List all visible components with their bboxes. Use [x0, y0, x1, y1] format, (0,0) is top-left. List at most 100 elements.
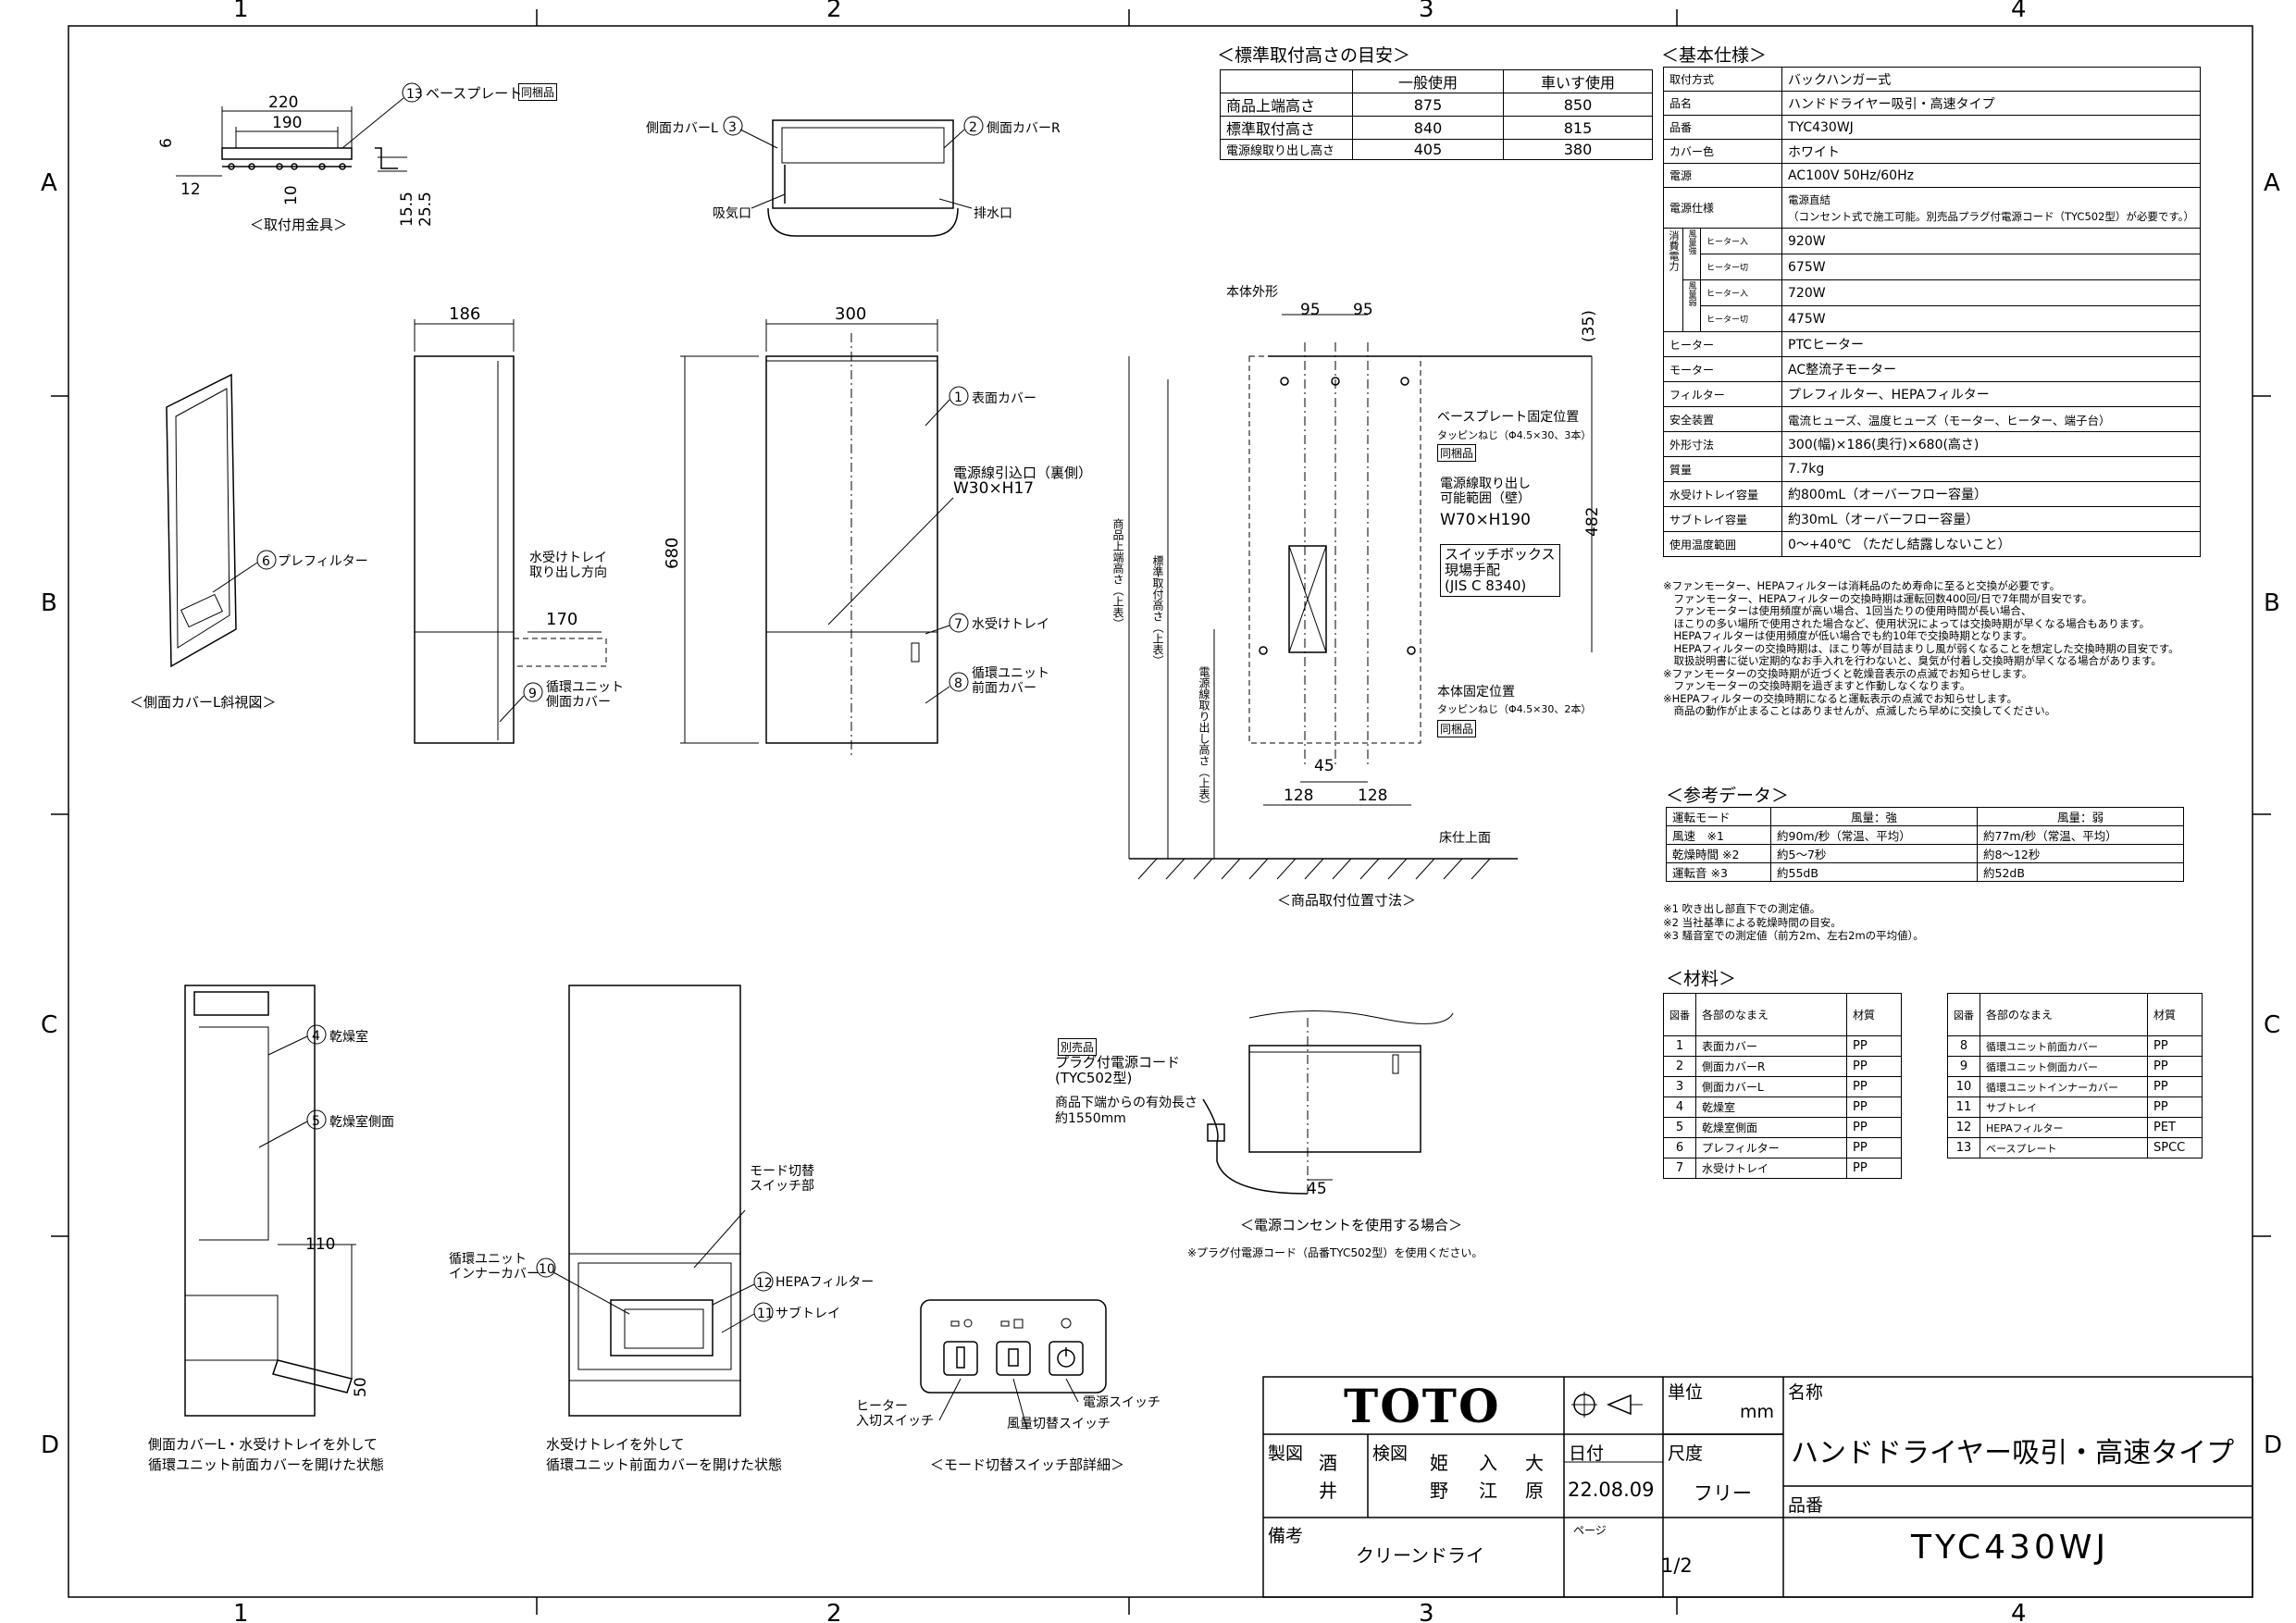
wind-switch-label: 風量切替スイッチ — [1007, 1417, 1111, 1431]
side-perspective-caption: ＜側面カバーL斜視図＞ — [130, 694, 277, 711]
col-label-2-bottom: 2 — [826, 1600, 842, 1623]
svg-text:11: 11 — [757, 1307, 774, 1321]
scale-value: フリー — [1694, 1482, 1752, 1505]
svg-text:9: 9 — [528, 687, 537, 701]
grid-ticks — [51, 9, 2271, 1615]
callout-13 — [402, 82, 422, 103]
row-label-b-right: B — [2264, 589, 2280, 617]
side-cover-r-label: 側面カバーR — [987, 121, 1061, 136]
svg-text:7: 7 — [954, 617, 962, 632]
callout-2: 2 — [963, 116, 984, 136]
svg-text:5: 5 — [312, 1114, 320, 1129]
svg-text:(35): (35) — [1580, 310, 1598, 342]
toto-logo: TOTO — [1344, 1379, 1501, 1433]
row-label-d: D — [41, 1431, 59, 1459]
v-std-label: 標準取付高さ（上表） — [1151, 555, 1164, 666]
col-label-1: 1 — [233, 0, 249, 23]
side-view-drawing — [414, 319, 607, 744]
unit-value: mm — [1740, 1402, 1775, 1422]
svg-text:8: 8 — [954, 676, 962, 691]
dry-side-label: 乾燥室側面 — [329, 1115, 394, 1130]
mode-switch-label: モード切替 スイッチ部 — [750, 1164, 814, 1194]
svg-text:12: 12 — [180, 180, 201, 199]
svg-text:10: 10 — [282, 185, 301, 205]
svg-text:10: 10 — [539, 1262, 555, 1277]
body-fix-label: 本体固定位置 — [1437, 685, 1515, 700]
row-label-c: C — [41, 1011, 57, 1039]
svg-text:220: 220 — [268, 93, 298, 112]
top-view-drawing — [767, 119, 959, 237]
tray-direction-label: 水受けトレイ 取り出し方向 — [529, 551, 607, 580]
power-switch-label: 電源スイッチ — [1083, 1395, 1160, 1410]
v-cord-label: 電源線取り出し高さ（上表） — [1198, 666, 1210, 811]
svg-text:3: 3 — [728, 120, 737, 135]
screw2-label: タッピンねじ（Φ4.5×30、2本） — [1437, 703, 1592, 715]
callout-12: 12 — [753, 1271, 774, 1292]
outlet-note: ※プラグ付電源コード（品番TYC502型）を使用ください。 — [1187, 1246, 1483, 1259]
floor-label: 床仕上面 — [1439, 831, 1491, 846]
circ-front-label: 循環ユニット 前面カバー — [972, 666, 1049, 696]
page-value: 1/2 — [1661, 1555, 1693, 1577]
part-number: TYC430WJ — [1911, 1529, 2110, 1567]
mode-switch-drawing — [920, 1299, 1107, 1431]
col-label-2: 2 — [826, 0, 842, 23]
cord-inlet-size: W30×H17 — [953, 479, 1035, 498]
row-label-a: A — [41, 169, 57, 197]
cord-range-size: W70×H190 — [1440, 511, 1531, 529]
col-label-3: 3 — [1419, 0, 1434, 23]
cord-length-label: 商品下端からの有効長さ 約1550mm — [1055, 1096, 1198, 1126]
mount-fitting-caption: ＜取付用金具＞ — [250, 217, 348, 233]
svg-text:15.5: 15.5 — [398, 192, 416, 227]
outlet-drawing — [1202, 1010, 1454, 1195]
checker-3: 大原 — [1525, 1452, 1544, 1502]
svg-text:190: 190 — [272, 114, 302, 132]
opened-side-drawing — [184, 985, 356, 1417]
date-value: 22.08.09 — [1568, 1479, 1655, 1501]
bp-fix-label: ベースプレート固定位置 — [1437, 410, 1580, 425]
svg-text:680: 680 — [663, 538, 682, 569]
v-top-label: 商品上端高さ（上表） — [1111, 518, 1124, 629]
col-label-3-bottom: 3 — [1419, 1600, 1434, 1623]
col-label-4-bottom: 4 — [2011, 1600, 2027, 1623]
svg-text:128: 128 — [1284, 787, 1313, 805]
front-view-drawing — [680, 319, 938, 759]
subtray-label: サブトレイ — [776, 1307, 840, 1321]
checker-2: 入江 — [1479, 1452, 1497, 1502]
row-label-a-right: A — [2264, 169, 2280, 197]
mode-switch-caption: ＜モード切替スイッチ部詳細＞ — [930, 1456, 1125, 1473]
svg-text:170: 170 — [546, 610, 577, 629]
callout-3: 3 — [723, 116, 743, 136]
opened-front-drawing — [568, 985, 741, 1417]
opened-front-caption: 水受けトレイを外して 循環ユニット前面カバーを開けた状態 — [546, 1436, 783, 1473]
page-label: ページ — [1573, 1524, 1607, 1537]
svg-text:6: 6 — [157, 138, 176, 148]
remarks-label: 備考 — [1268, 1526, 1304, 1546]
svg-text:95: 95 — [1353, 301, 1373, 319]
callout-4: 4 — [306, 1024, 327, 1045]
circ-side-label: 循環ユニット 側面カバー — [546, 680, 624, 710]
mount-position-caption: ＜商品取付位置寸法＞ — [1277, 892, 1417, 909]
body-outline-label: 本体外形 — [1226, 285, 1278, 300]
mount-position-drawing — [1128, 314, 1593, 880]
hepa-label: HEPAフィルター — [776, 1275, 875, 1290]
svg-text:300: 300 — [835, 304, 866, 324]
svg-text:128: 128 — [1358, 787, 1387, 805]
front-cover-label: 表面カバー — [972, 391, 1036, 406]
cord-range-label: 電源線取り出し 可能範囲（壁） — [1440, 477, 1531, 506]
plug-cord-label: プラグ付電源コード (TYC502型) — [1055, 1054, 1181, 1086]
remarks-value: クリーンドライ — [1356, 1544, 1484, 1567]
callout-6 — [256, 550, 277, 570]
scale-label: 尺度 — [1668, 1443, 1704, 1464]
date-label: 日付 — [1569, 1443, 1605, 1464]
row-label-c-right: C — [2264, 1011, 2280, 1039]
mount-bracket-drawing — [176, 106, 407, 177]
svg-text:50: 50 — [352, 1377, 370, 1397]
name-label: 名称 — [1788, 1382, 1824, 1403]
ref-notes: ※1 吹き出し部直下での測定値。 ※2 当社基準による乾燥時間の目安。 ※3 騒… — [1663, 902, 1924, 942]
dry-room-label: 乾燥室 — [329, 1030, 368, 1045]
